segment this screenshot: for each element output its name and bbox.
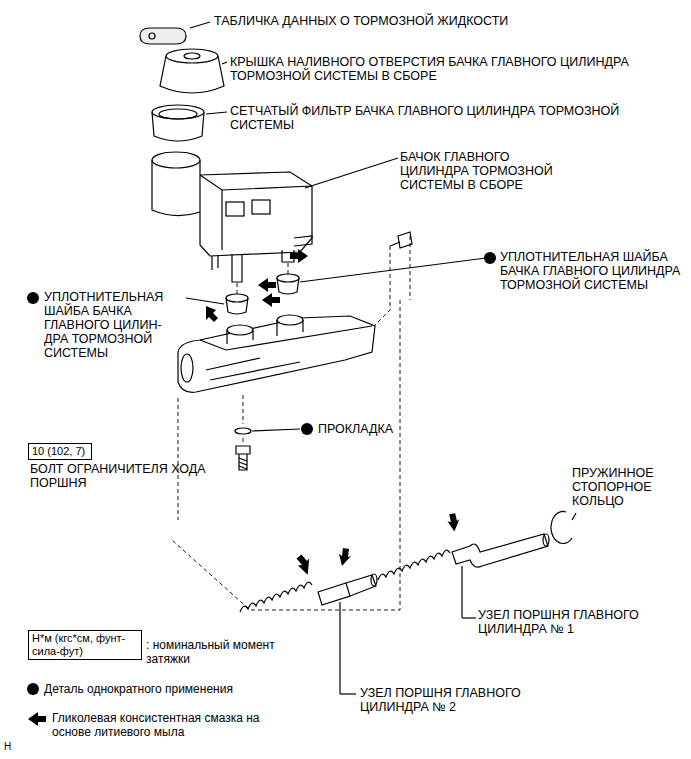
part-label: СЕТЧАТЫЙ ФИЛЬТР БАЧКА ГЛАВНОГО ЦИЛИНДРА … [230,104,650,132]
legend-text: Деталь однократного применения [44,682,304,696]
part-label: ПРУЖИННОЕ СТОПОРНОЕ КОЛЬЦО [572,466,682,508]
part-label: КРЫШКА НАЛИВНОГО ОТВЕРСТИЯ БАЧКА ГЛАВНОГ… [230,55,685,83]
part-label: БАЧОК ГЛАВНОГО ЦИЛИНДРА ТОРМОЗНОЙ СИСТЕМ… [400,150,580,192]
part-label: УЗЕЛ ПОРШНЯ ГЛАВНОГО ЦИЛИНДРА № 2 [360,686,565,714]
torque-text: 10 (102, 7) [32,445,88,458]
torque-text: Н*м (кгс*см, фунт-сила-фут) [32,632,138,658]
part-label: БОЛТ ОГРАНИЧИТЕЛЯ ХОДА ПОРШНЯ [30,462,215,490]
part-label: H [4,740,24,754]
legend-text: Гликолевая консистентная смазка на основ… [52,711,287,739]
part-label: УПЛОТНИТЕЛЬНАЯ ШАЙБА БАЧКА ГЛАВНОГО ЦИЛИ… [44,290,184,360]
part-label: ТАБЛИЧКА ДАННЫХ О ТОРМОЗНОЙ ЖИДКОСТИ [214,14,514,28]
part-label: УПЛОТНИТЕЛЬНАЯ ШАЙБА БАЧКА ГЛАВНОГО ЦИЛИ… [500,250,685,292]
legend-text: : номинальный момент затяжки [146,638,276,666]
part-label: ПРОКЛАДКА [318,422,438,436]
torque-box: 10 (102, 7) [28,443,92,460]
part-label: УЗЕЛ ПОРШНЯ ГЛАВНОГО ЦИЛИНДРА № 1 [478,608,683,636]
torque-box: Н*м (кгс*см, фунт-сила-фут) [28,630,142,660]
